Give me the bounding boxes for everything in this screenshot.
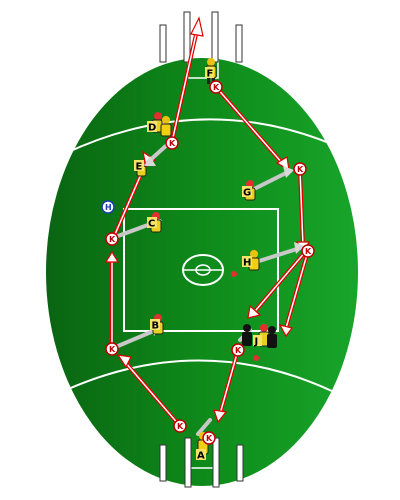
kick-markers: K K K K K K K K K <box>105 80 315 445</box>
label-a: A <box>197 451 205 462</box>
label-c: C <box>148 219 155 230</box>
label-g: G <box>243 188 251 199</box>
kick-marker-1: K <box>213 83 220 92</box>
label-h: H <box>243 258 251 269</box>
oval-field <box>44 56 360 488</box>
label-b: B <box>152 321 160 332</box>
kick-marker-6: K <box>109 345 116 354</box>
player-labels: F D E G C H B J A <box>134 67 262 462</box>
label-f: F <box>207 69 214 80</box>
label-j: J <box>254 337 259 348</box>
handball-marker: H <box>101 200 115 214</box>
kick-marker-2: K <box>169 139 176 148</box>
goal-posts-top <box>159 11 243 63</box>
fifty-metre-arc-top <box>65 118 335 154</box>
kick-marker-4: K <box>109 235 116 244</box>
centre-square <box>123 208 279 332</box>
kick-marker-8: K <box>177 422 184 431</box>
kick-marker-9: K <box>206 434 213 443</box>
goal-posts-bottom <box>159 437 244 488</box>
label-e: E <box>136 162 143 173</box>
fifty-metre-arc-bottom <box>65 359 335 393</box>
kick-marker-5: K <box>305 247 312 256</box>
label-d: D <box>148 123 156 134</box>
kick-marker-7: K <box>235 346 242 355</box>
handball-marker-label: H <box>105 203 112 212</box>
kick-marker-3: K <box>297 165 304 174</box>
